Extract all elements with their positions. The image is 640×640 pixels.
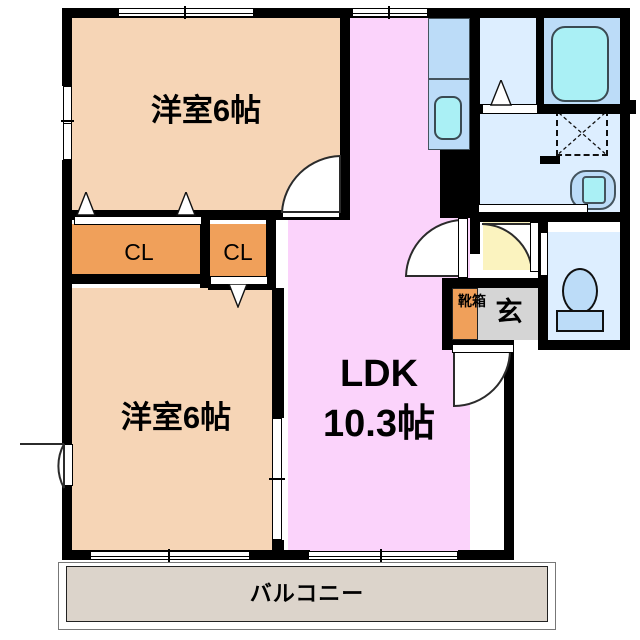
wall-genkan-top xyxy=(442,278,542,288)
wall-toilet-bottom xyxy=(538,340,630,350)
door-ldk-hall-arc-icon xyxy=(404,218,463,277)
kitchen-counter-divider xyxy=(428,78,470,80)
bathtub xyxy=(551,26,609,102)
entrance-door-leaf[interactable] xyxy=(452,344,514,353)
wall-hall-left xyxy=(470,222,480,254)
door-hall-arc-icon xyxy=(481,223,533,271)
closet-large-door-swing-icon-2 xyxy=(176,192,196,216)
wall-bottom-right xyxy=(458,550,514,560)
wall-bath-divider xyxy=(536,18,544,108)
washbasin-bowl xyxy=(582,176,606,204)
wall-left-lower xyxy=(62,284,72,444)
window-left-top-room-mullion xyxy=(61,120,74,122)
closet-large-door-swing-icon xyxy=(76,192,96,216)
door-top-room-arc-icon xyxy=(280,154,341,213)
door-hall-leaf[interactable] xyxy=(530,222,539,272)
wall-kitchen-right xyxy=(470,8,480,160)
window-ldk-balcony-mullion xyxy=(380,549,382,562)
wall-left-upper xyxy=(62,8,72,86)
window-ldk-balcony[interactable] xyxy=(308,551,458,560)
wall-partition-bottom-vertical-bot xyxy=(272,540,284,560)
toilet-door[interactable] xyxy=(540,232,548,276)
wall-closet-large-bottom xyxy=(62,274,208,284)
wall-right-entry-side xyxy=(504,340,514,550)
door-ldk-hall-leaf[interactable] xyxy=(458,218,468,278)
window-bottom-room-mullion xyxy=(168,549,170,562)
washroom-door[interactable] xyxy=(478,204,588,213)
wall-bottom-mid xyxy=(280,550,310,560)
window-right-wall[interactable] xyxy=(628,100,636,114)
wall-bath-washroom xyxy=(480,104,628,114)
label-washitsu-top: 洋室6帖 xyxy=(150,93,262,128)
label-shoebox-text: 靴箱 xyxy=(458,293,486,309)
washing-machine-space xyxy=(556,110,608,156)
label-ldk-size: 10.3帖 xyxy=(323,403,435,445)
wall-left-bottom xyxy=(62,486,72,560)
wall-washroom-bottom xyxy=(470,212,630,222)
wall-closet-right xyxy=(266,210,276,290)
toilet-bowl xyxy=(562,268,598,314)
wall-closet-divider xyxy=(200,210,210,288)
wall-genkan-left xyxy=(442,282,452,350)
window-ldk-top-mullion xyxy=(388,6,390,19)
wall-partition-top-vertical xyxy=(340,8,350,218)
label-balcony: バルコニー xyxy=(249,581,365,606)
window-bottom-room-balcony[interactable] xyxy=(90,551,250,560)
closet-large-fill xyxy=(72,224,206,282)
door-bottom-room-arc-icon xyxy=(20,443,65,489)
wall-toilet-left xyxy=(538,222,548,350)
washing-machine-x-icon xyxy=(558,112,606,155)
balcony-fill xyxy=(66,566,548,622)
label-ldk-title: LDK xyxy=(339,353,419,395)
window-ldk-top[interactable] xyxy=(352,8,428,17)
label-genkan: 玄 xyxy=(495,297,523,327)
genkan-fill xyxy=(478,288,540,340)
label-washitsu-bottom: 洋室6帖 xyxy=(120,400,232,435)
wall-top-room-bottom xyxy=(72,210,278,220)
toilet-tank xyxy=(556,310,604,332)
shoebox-fill xyxy=(452,288,478,340)
wall-partition-bottom-vertical-top xyxy=(272,288,284,418)
closet-large-door[interactable] xyxy=(74,216,202,225)
room-fill-washitsu-bottom xyxy=(72,288,280,560)
label-closet-large: CL xyxy=(124,239,154,265)
wall-right-lower xyxy=(620,212,630,350)
window-top-room[interactable] xyxy=(118,8,254,17)
closet-small-door-swing-icon xyxy=(228,284,248,308)
bath-door-swing-icon xyxy=(490,80,512,106)
label-shoebox: 靴箱 xyxy=(452,293,486,309)
window-top-room-mullion xyxy=(184,6,186,19)
wall-washroom-left xyxy=(470,160,480,222)
sliding-door-mullion xyxy=(269,478,285,480)
closet-small-fill xyxy=(208,224,268,282)
wall-wm-shelf xyxy=(540,156,560,164)
wall-left-mid xyxy=(62,160,72,284)
label-closet-small: CL xyxy=(223,239,253,265)
window-left-top-room[interactable] xyxy=(63,86,72,160)
entrance-door-arc-icon xyxy=(453,349,512,408)
kitchen-sink xyxy=(434,96,462,140)
